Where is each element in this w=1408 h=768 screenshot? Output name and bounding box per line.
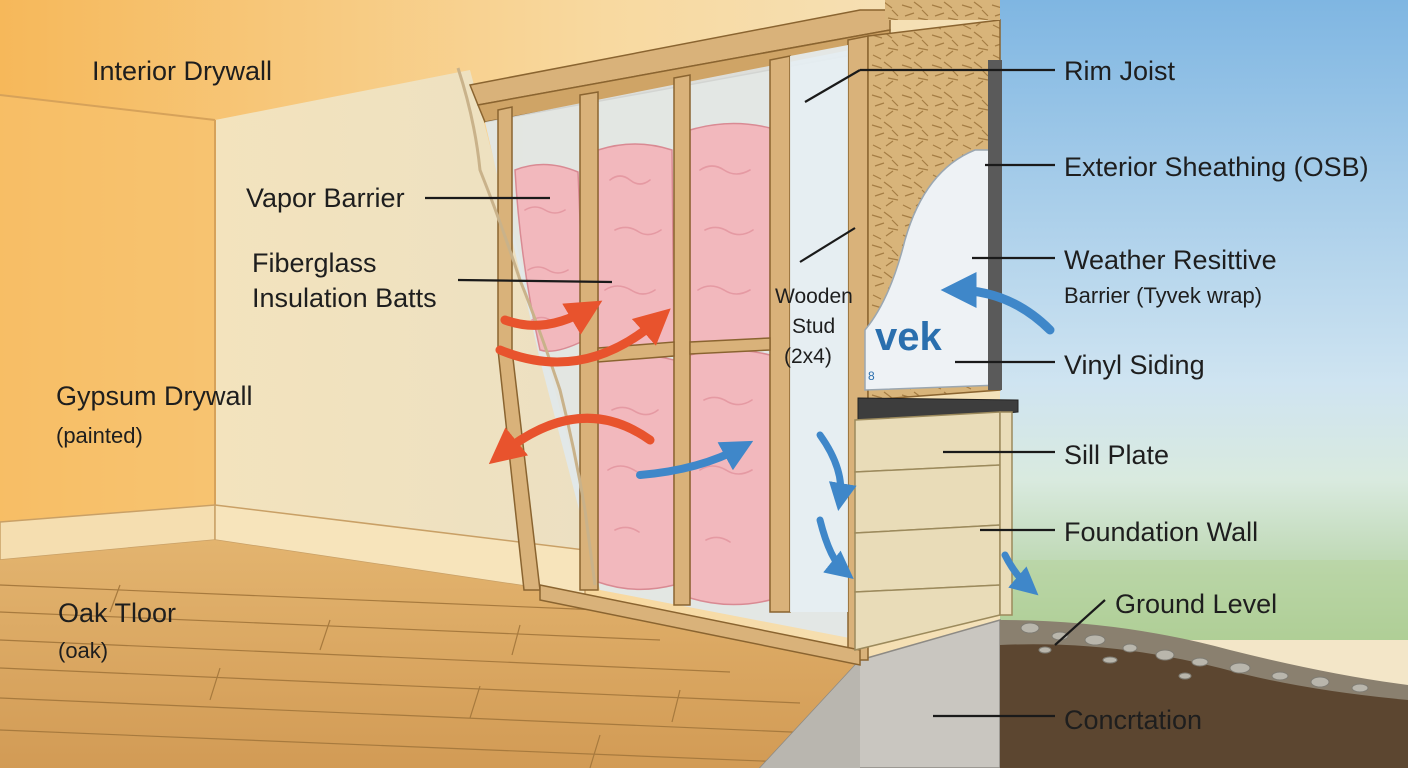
label-sill-plate: Sill Plate <box>1064 440 1169 470</box>
label-concrete: Concrtation <box>1064 705 1202 735</box>
tyvek-small-mark: 8 <box>868 369 875 383</box>
label-vinyl-siding: Vinyl Siding <box>1064 350 1205 380</box>
blue-curved-arrow <box>1001 551 1039 596</box>
leader-lines <box>425 68 1106 718</box>
tyvek-logo: vek <box>875 315 942 359</box>
vapor-barrier-visible <box>790 45 848 612</box>
red-curved-arrow <box>495 308 671 367</box>
moisture-flow-arrows <box>636 272 1055 596</box>
blue-curved-arrow <box>816 516 854 580</box>
concrete-foundation <box>758 619 1001 768</box>
label-stud-line3: (2x4) <box>784 345 832 368</box>
label-wrb-line1: Weather Resittive <box>1064 245 1277 275</box>
label-gypsum-line2: (painted) <box>56 423 143 448</box>
label-exterior-sheathing: Exterior Sheathing (OSB) <box>1064 152 1369 182</box>
label-wrb-line2: Barrier (Tyvek wrap) <box>1064 283 1262 308</box>
label-stud-line1: Wooden <box>775 285 853 308</box>
label-fiberglass-line2: Insulation Batts <box>252 283 437 313</box>
corner-trim <box>988 60 1002 390</box>
label-rim-joist: Rim Joist <box>1064 56 1176 86</box>
sky-background <box>1000 0 1408 640</box>
label-gypsum-line1: Gypsum Drywall <box>56 381 253 411</box>
label-fiberglass-line1: Fiberglass <box>252 248 377 278</box>
soil-and-gravel <box>1000 620 1408 768</box>
vinyl-siding-panels <box>854 411 1013 651</box>
oak-floor <box>0 540 861 768</box>
red-curved-arrow <box>500 300 603 335</box>
label-foundation-wall: Foundation Wall <box>1064 517 1258 547</box>
label-oak-floor-line2: (oak) <box>58 638 108 663</box>
red-curved-arrow <box>488 413 655 465</box>
blue-curved-arrow <box>940 272 1055 335</box>
blue-curved-arrow <box>636 440 754 479</box>
heat-flow-arrows <box>488 300 671 465</box>
label-ground-level: Ground Level <box>1115 589 1277 619</box>
label-oak-floor-line1: Oak Tloor <box>58 598 176 628</box>
wall-studs <box>497 35 869 666</box>
tyvek-wrap: vek 8 <box>864 149 1001 391</box>
label-stud-line2: Stud <box>792 315 835 338</box>
label-vapor-barrier: Vapor Barrier <box>246 183 405 213</box>
label-interior-drywall: Interior Drywall <box>92 56 272 86</box>
blue-curved-arrow <box>816 431 857 512</box>
